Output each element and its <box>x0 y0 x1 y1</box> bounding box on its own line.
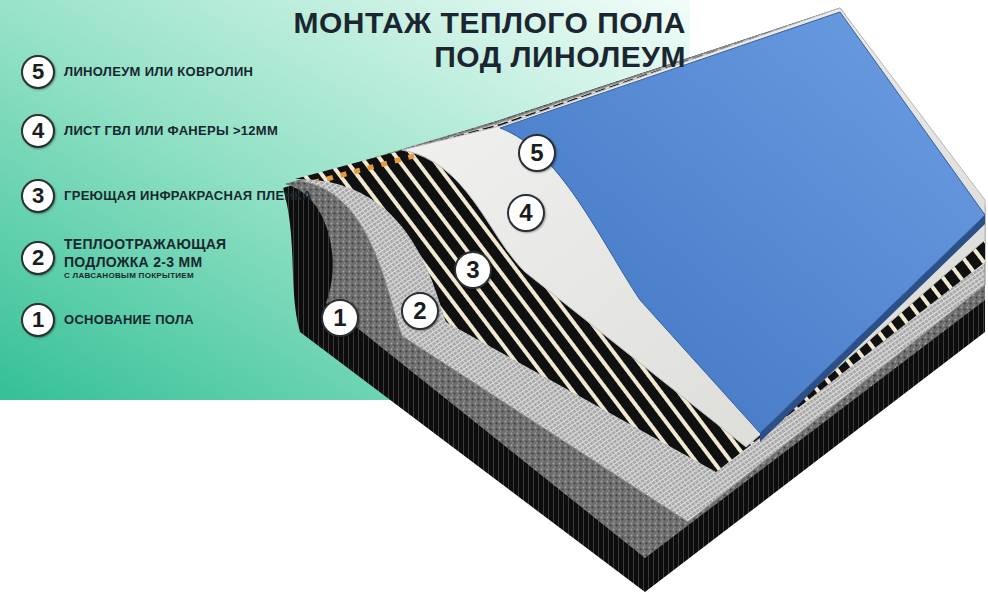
callout-number: 4 <box>519 201 532 225</box>
legend-number-circle: 2ТЕПЛООТРАЖАЮЩАЯ ПОДЛОЖКА 2-3 ММС ЛАВСАН… <box>21 241 55 275</box>
legend-number-circle: 3ГРЕЮЩАЯ ИНФРАКРАСНАЯ ПЛЕНКА <box>21 179 55 213</box>
layer-name: ОСНОВАНИЕ ПОЛА <box>64 312 194 328</box>
layer-name: ЛИНОЛЕУМ ИЛИ КОВРОЛИН <box>64 64 253 80</box>
layer-description: ГРЕЮЩАЯ ИНФРАКРАСНАЯ ПЛЕНКА <box>64 188 312 204</box>
layer-note: С ЛАВСАНОВЫМ ПОКРЫТИЕМ <box>64 271 246 281</box>
callout-number: 3 <box>466 258 479 282</box>
callout-circle: 4 <box>507 194 545 232</box>
callout-number: 1 <box>333 306 346 330</box>
legend-number-circle: 1ОСНОВАНИЕ ПОЛА <box>21 303 55 337</box>
callout-number: 2 <box>32 247 44 269</box>
layer-name: ГРЕЮЩАЯ ИНФРАКРАСНАЯ ПЛЕНКА <box>64 188 312 204</box>
callout-circle: 2 <box>401 292 439 330</box>
callout-circle: 1 <box>321 299 359 337</box>
callout-number: 5 <box>32 61 44 83</box>
callout-number: 4 <box>32 120 44 142</box>
callout-number: 2 <box>413 299 426 323</box>
legend-number-circle: 4ЛИСТ ГВЛ ИЛИ ФАНЕРЫ >12ММ <box>21 114 55 148</box>
layer-description: ЛИСТ ГВЛ ИЛИ ФАНЕРЫ >12ММ <box>64 123 278 139</box>
layer-description: ТЕПЛООТРАЖАЮЩАЯ ПОДЛОЖКА 2-3 ММС ЛАВСАНО… <box>64 236 246 281</box>
callout-circle: 5 <box>518 134 556 172</box>
layer-name: ЛИСТ ГВЛ ИЛИ ФАНЕРЫ >12ММ <box>64 123 278 139</box>
callout-number: 1 <box>32 309 44 331</box>
callout-circle: 3 <box>454 251 492 289</box>
callout-number: 5 <box>530 141 543 165</box>
legend-number-circle: 5ЛИНОЛЕУМ ИЛИ КОВРОЛИН <box>21 55 55 89</box>
layer-description: ОСНОВАНИЕ ПОЛА <box>64 312 194 328</box>
layer-description: ЛИНОЛЕУМ ИЛИ КОВРОЛИН <box>64 64 253 80</box>
callout-number: 3 <box>32 185 44 207</box>
diagram-title: МОНТАЖ ТЕПЛОГО ПОЛА ПОД ЛИНОЛЕУМ <box>262 6 686 74</box>
layer-name: ТЕПЛООТРАЖАЮЩАЯ ПОДЛОЖКА 2-3 ММ <box>64 236 246 271</box>
